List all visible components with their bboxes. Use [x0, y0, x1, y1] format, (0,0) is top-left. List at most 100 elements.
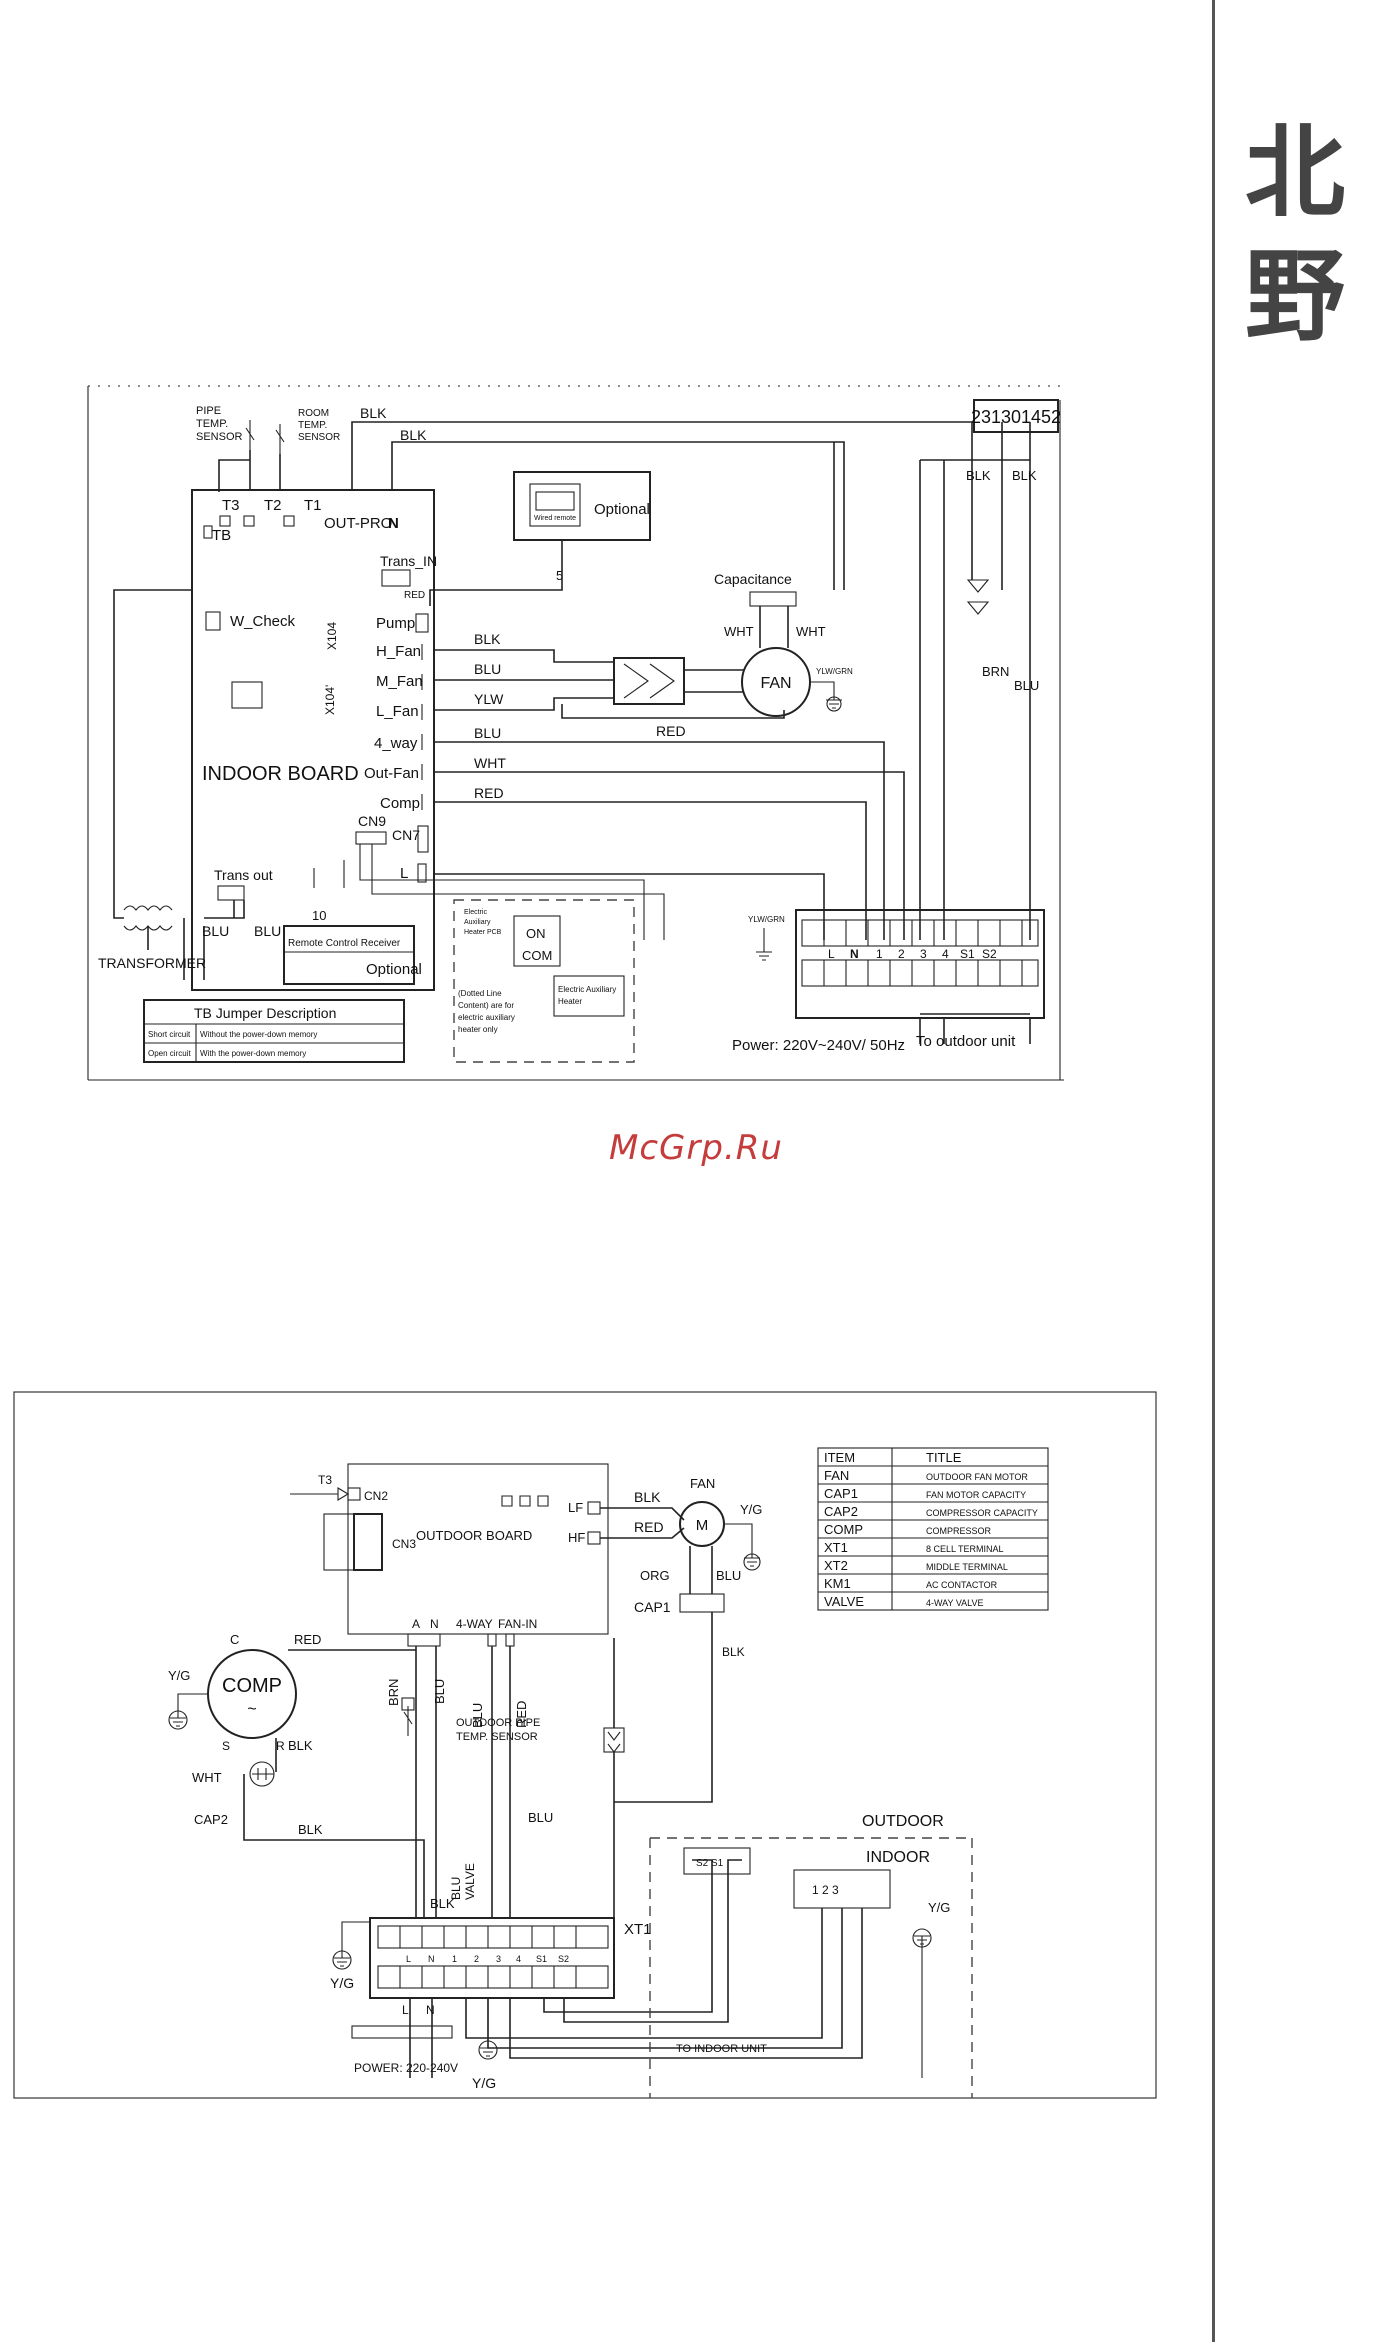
- optional-label-bottom: Optional: [366, 961, 422, 978]
- trans-in-label: Trans_IN: [380, 553, 437, 569]
- tb-row-1-value: Without the power-down memory: [200, 1030, 317, 1039]
- xt1-terminal-1: 1: [452, 1954, 457, 1964]
- outdoor-power-spec: POWER: 220-240V: [354, 2061, 458, 2075]
- comp-tilde: ~: [247, 1701, 256, 1718]
- red-loop-label: RED: [656, 723, 686, 739]
- cap1-blk-label: BLK: [722, 1645, 745, 1659]
- t3-sensor-label: T3: [318, 1473, 332, 1487]
- blk-near-xt1: BLK: [430, 1896, 455, 1911]
- lf-wire-blk: BLK: [634, 1489, 661, 1505]
- comp-c-label: C: [230, 1632, 239, 1647]
- legend-title-1: OUTDOOR FAN MOTOR: [926, 1472, 1028, 1482]
- mains-l-label: L: [402, 2003, 409, 2017]
- remote-receiver-label: Remote Control Receiver: [288, 938, 401, 949]
- cap2-blk-label: BLK: [298, 1822, 323, 1837]
- outdoor-region-label: OUTDOOR: [862, 1813, 944, 1830]
- fan-motor-m: M: [696, 1517, 709, 1534]
- terminal-n: N: [850, 947, 859, 961]
- l-fan-label: L_Fan: [376, 703, 419, 720]
- blu-wire-label: BLU: [716, 1568, 741, 1583]
- watermark: McGrp.Ru: [609, 1128, 783, 1168]
- terminal-2: 2: [898, 947, 905, 961]
- legend-item-7: KM1: [824, 1576, 851, 1591]
- legend-title-3: COMPRESSOR CAPACITY: [926, 1508, 1038, 1518]
- indoor-region-label: INDOOR: [866, 1849, 930, 1866]
- legend-title-8: 4-WAY VALVE: [926, 1598, 984, 1608]
- trans-blu-2: BLU: [254, 923, 281, 939]
- lf-label: LF: [568, 1500, 583, 1515]
- cap1-label: CAP1: [634, 1599, 671, 1615]
- tb-label: TB: [212, 527, 231, 544]
- legend-title-0: TITLE: [926, 1450, 962, 1465]
- to-outdoor-label: To outdoor unit: [916, 1033, 1016, 1050]
- blu-vertical-2: BLU: [470, 1703, 485, 1728]
- out-pro-label: OUT-PRO: [324, 515, 392, 532]
- tb-row-1-key: Short circuit: [148, 1030, 191, 1039]
- room-sensor-label-2: TEMP.: [298, 420, 327, 431]
- wire-blu2-label: BLU: [474, 725, 501, 741]
- wht-right-label: WHT: [796, 624, 826, 639]
- cn2-label: CN2: [364, 1489, 388, 1503]
- red-wire-label: RED: [404, 590, 425, 601]
- indoor-terminal-nums: 1 2 3: [812, 1883, 839, 1897]
- power-spec: Power: 220V~240V/ 50Hz: [732, 1037, 905, 1054]
- xt1-terminal-n: N: [428, 1954, 435, 1964]
- s2-s1-label: S2 S1: [696, 1858, 724, 1869]
- to-indoor-label: TO INDOOR UNIT: [676, 2043, 767, 2055]
- wire-wht-label: WHT: [474, 755, 506, 771]
- comp-wht-label: WHT: [192, 1770, 222, 1785]
- xt1-terminal-2: 2: [474, 1954, 479, 1964]
- xt1-terminal-4: 4: [516, 1954, 521, 1964]
- terminal-4: 4: [942, 947, 949, 961]
- hf-label: HF: [568, 1530, 585, 1545]
- page-margin-rule: [1212, 0, 1215, 2342]
- mains-n-label: N: [426, 2003, 435, 2017]
- legend-item-1: FAN: [824, 1468, 849, 1483]
- comp-r-label: R: [276, 1739, 285, 1753]
- red-vertical: RED: [514, 1701, 529, 1728]
- legend-item-6: XT2: [824, 1558, 848, 1573]
- fan-in-pin-label: FAN-IN: [498, 1617, 537, 1631]
- xt1-terminal-s2: S2: [558, 1954, 569, 1964]
- aux-pcb-label-3: Heater PCB: [464, 929, 502, 936]
- brn-label: BRN: [982, 664, 1009, 679]
- aux-pcb-label-1: Electric: [464, 909, 487, 916]
- out-fan-label: Out-Fan: [364, 765, 419, 782]
- legend-item-3: CAP2: [824, 1504, 858, 1519]
- wire-red-label: RED: [474, 785, 504, 801]
- pipe-sensor-label-1: PIPE: [196, 405, 221, 417]
- hf-wire-red: RED: [634, 1519, 664, 1535]
- indoor-board-title: INDOOR BOARD: [202, 763, 359, 785]
- terminal-ground-label: YLW/GRN: [748, 915, 785, 924]
- terminal-l: L: [828, 947, 835, 961]
- legend-item-4: COMP: [824, 1522, 863, 1537]
- transformer-label: TRANSFORMER: [98, 955, 206, 971]
- terminal-s1: S1: [960, 947, 975, 961]
- org-wire-label: ORG: [640, 1568, 670, 1583]
- room-sensor-label-1: ROOM: [298, 408, 329, 419]
- legend-title-2: FAN MOTOR CAPACITY: [926, 1490, 1026, 1500]
- wire-count-five: 5: [556, 568, 563, 583]
- side-title-char-1: 北: [1245, 113, 1345, 231]
- aux-heater-label-2: Heater: [558, 997, 582, 1006]
- wire-ylw-label: YLW: [474, 691, 504, 707]
- legend-item-8: VALVE: [824, 1594, 864, 1609]
- w-check-label: W_Check: [230, 613, 296, 630]
- legend-item-2: CAP1: [824, 1486, 858, 1501]
- trans-blu-1: BLU: [202, 923, 229, 939]
- dotted-note-3: electric auxiliary: [458, 1013, 515, 1022]
- outdoor-wiring-diagram: T3 CN2 CN3 OUTDOOR BOARD LF HF BLK RED F…: [13, 1391, 1157, 2099]
- dotted-note-1: (Dotted Line: [458, 989, 502, 998]
- blu-label-xt1: BLU: [528, 1810, 553, 1825]
- legend-item-0: ITEM: [824, 1450, 855, 1465]
- diagram-code: 231301452: [971, 407, 1061, 427]
- brn-vertical: BRN: [386, 1679, 401, 1706]
- valve-label: VALVE: [463, 1863, 477, 1900]
- fan-motor-label: FAN: [760, 675, 791, 692]
- aux-pcb-label-2: Auxiliary: [464, 919, 491, 926]
- cn3-label: CN3: [392, 1537, 416, 1551]
- wire-blk-label: BLK: [474, 631, 501, 647]
- terminal-3: 3: [920, 947, 927, 961]
- wht-left-label: WHT: [724, 624, 754, 639]
- top-wire-blk-2: BLK: [400, 427, 427, 443]
